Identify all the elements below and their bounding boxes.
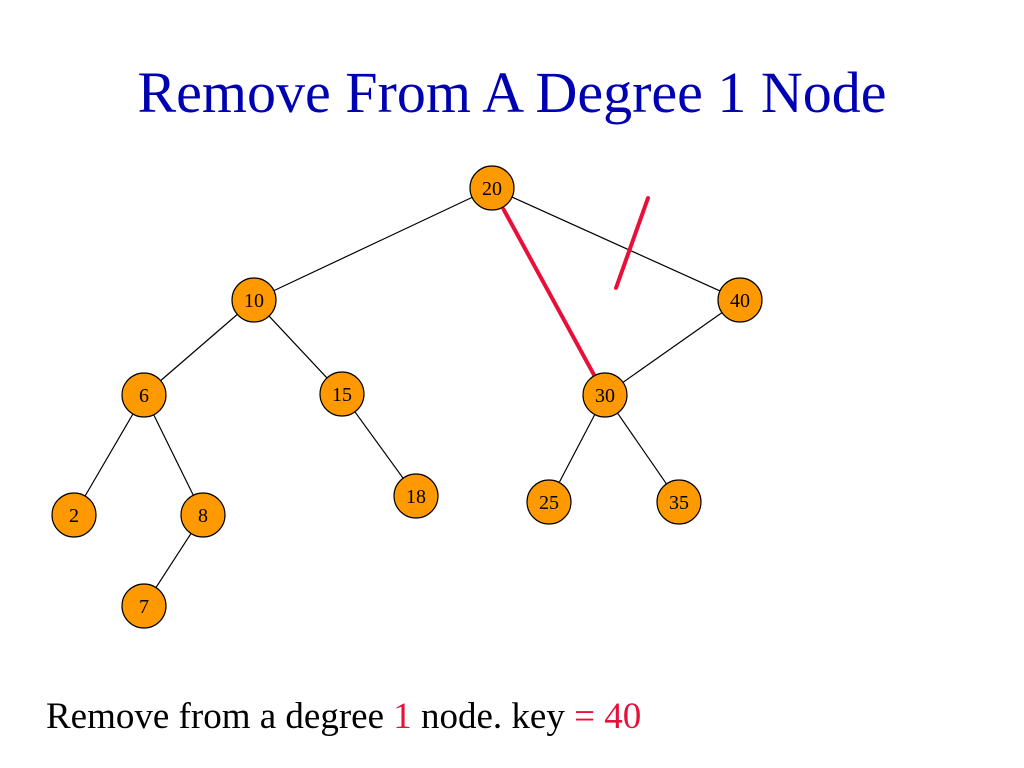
caption-key: 40 bbox=[604, 696, 642, 737]
node-label: 7 bbox=[139, 596, 149, 618]
node-circle bbox=[51, 492, 97, 538]
node-label: 30 bbox=[595, 385, 615, 407]
caption-middle: node. key bbox=[411, 696, 575, 737]
highlight-marks bbox=[501, 196, 650, 378]
tree-node-25: 25 bbox=[526, 479, 572, 525]
caption-prefix: Remove from a degree bbox=[46, 696, 394, 737]
caption-equals: = bbox=[574, 696, 595, 737]
node-circle bbox=[231, 277, 277, 323]
tree-node-8: 8 bbox=[180, 492, 226, 538]
node-circle bbox=[469, 165, 515, 211]
tree-edge-10-6 bbox=[160, 313, 238, 382]
tree-node-40: 40 bbox=[717, 277, 763, 323]
tree-node-35: 35 bbox=[656, 479, 702, 525]
slide-title: Remove From A Degree 1 Node bbox=[137, 60, 887, 125]
new-link-line bbox=[501, 207, 597, 378]
tree-node-30: 30 bbox=[582, 372, 628, 418]
node-label: 8 bbox=[198, 505, 208, 527]
node-circle bbox=[121, 583, 167, 629]
cut-mark-slash bbox=[614, 196, 650, 290]
node-label: 10 bbox=[244, 290, 264, 312]
tree-node-7: 7 bbox=[121, 583, 167, 629]
tree-edge-20-40 bbox=[511, 196, 721, 292]
node-label: 2 bbox=[69, 505, 79, 527]
node-label: 35 bbox=[669, 492, 689, 514]
node-circle bbox=[121, 372, 167, 418]
node-circle bbox=[319, 371, 365, 417]
node-label: 15 bbox=[332, 384, 352, 406]
tree-node-2: 2 bbox=[51, 492, 97, 538]
tree-nodes: 20 10 40 6 15 30 2 8 18 25 35 7 bbox=[51, 165, 763, 629]
tree-edge-20-10 bbox=[273, 196, 473, 292]
node-label: 18 bbox=[406, 486, 426, 508]
tree-node-6: 6 bbox=[121, 372, 167, 418]
caption: Remove from a degree 1 node. key = 40 bbox=[46, 692, 641, 742]
tree-edge-6-2 bbox=[84, 413, 134, 497]
node-label: 20 bbox=[482, 178, 502, 200]
tree-edge-8-7 bbox=[155, 533, 192, 588]
caption-degree: 1 bbox=[393, 696, 412, 737]
tree-edge-40-30 bbox=[622, 312, 723, 383]
node-circle bbox=[656, 479, 702, 525]
node-circle bbox=[393, 473, 439, 519]
node-circle bbox=[526, 479, 572, 525]
node-circle bbox=[582, 372, 628, 418]
node-circle bbox=[180, 492, 226, 538]
tree-node-15: 15 bbox=[319, 371, 365, 417]
tree-edges bbox=[84, 196, 723, 588]
tree-node-20: 20 bbox=[469, 165, 515, 211]
tree-edge-30-35 bbox=[617, 412, 667, 485]
node-label: 40 bbox=[730, 290, 750, 312]
tree-edge-10-15 bbox=[268, 315, 328, 379]
tree-edge-15-18 bbox=[354, 411, 404, 479]
tree-edge-30-25 bbox=[558, 414, 596, 483]
tree-node-10: 10 bbox=[231, 277, 277, 323]
node-label: 25 bbox=[539, 492, 559, 514]
tree-edge-6-8 bbox=[153, 414, 194, 496]
node-circle bbox=[717, 277, 763, 323]
node-label: 6 bbox=[139, 385, 149, 407]
tree-node-18: 18 bbox=[393, 473, 439, 519]
